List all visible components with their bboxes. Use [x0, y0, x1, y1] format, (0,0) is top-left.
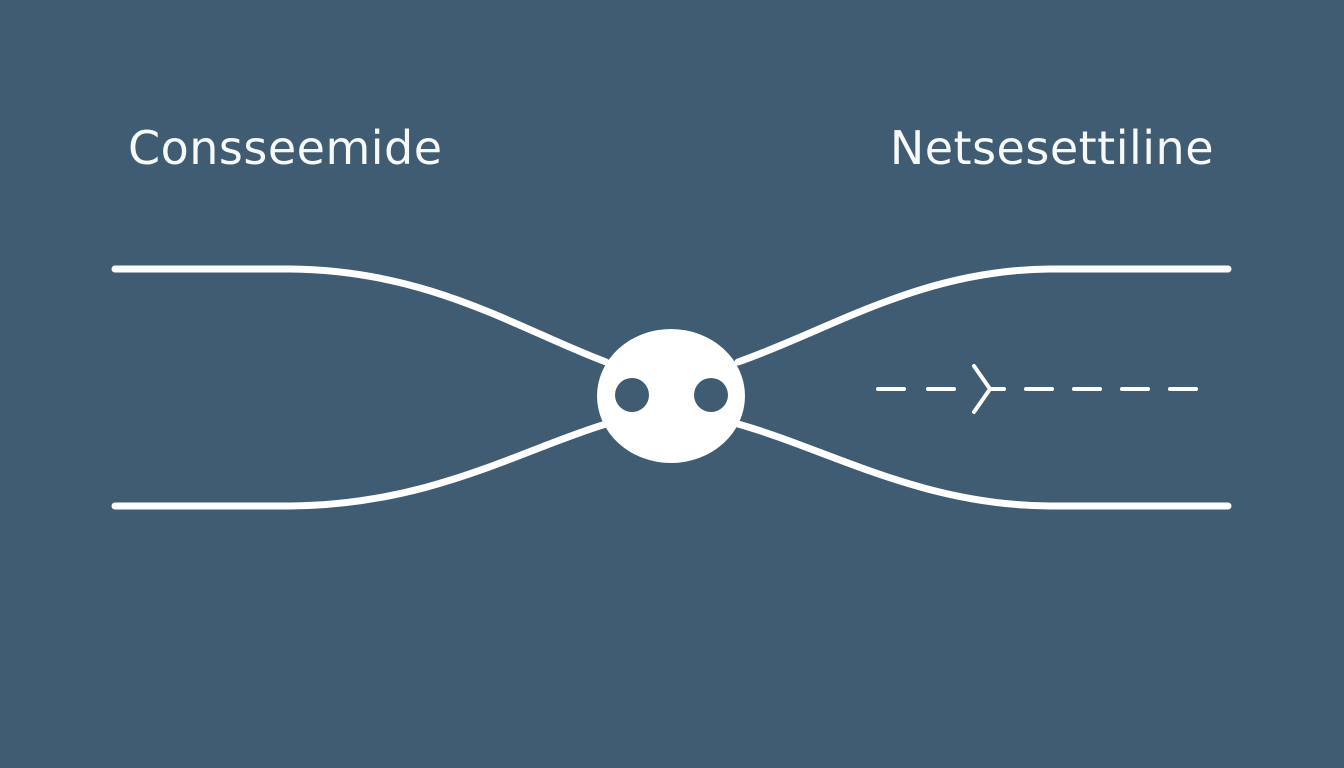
two-hole-connector-icon — [597, 329, 745, 463]
left-bottom-wire — [111, 420, 610, 510]
chevron-right-icon — [972, 364, 1006, 414]
right-top-wire — [734, 265, 1232, 366]
left-top-wire — [111, 265, 610, 366]
left-label: Consseemide — [128, 121, 443, 175]
right-label: Netsesettiline — [889, 121, 1214, 175]
right-bottom-wire — [734, 420, 1232, 510]
